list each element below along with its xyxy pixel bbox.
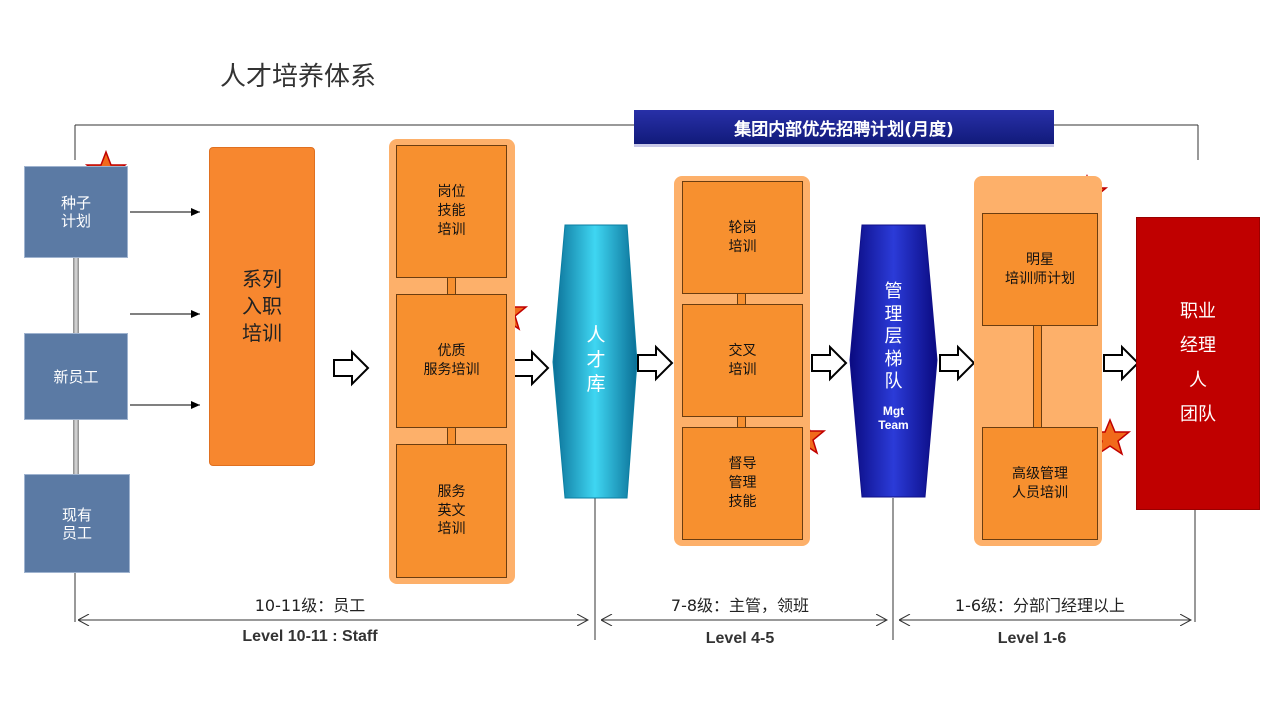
mgmt-ladder-label: 管 理 层 梯 队 Mgt Team bbox=[862, 272, 925, 442]
connector bbox=[447, 426, 456, 444]
rotation-training: 轮岗 培训 bbox=[682, 181, 803, 294]
connector bbox=[737, 415, 746, 427]
career-manager-team: 职业 经理 人 团队 bbox=[1136, 217, 1260, 510]
new-employee-tag: 新员工 bbox=[24, 333, 128, 420]
connector bbox=[1033, 324, 1042, 427]
pillar bbox=[73, 418, 79, 476]
mgmt-ladder-cn: 管 理 层 梯 队 bbox=[884, 281, 903, 393]
job-skill-training: 岗位 技能 培训 bbox=[396, 145, 507, 278]
connector bbox=[737, 292, 746, 304]
level2-en: Level 4-5 bbox=[705, 630, 775, 647]
senior-mgmt-training: 高级管理 人员培训 bbox=[982, 427, 1098, 540]
level2-cn: 7-8级：主管，领班 bbox=[670, 596, 810, 615]
service-english-training: 服务 英文 培训 bbox=[396, 444, 507, 578]
supervisory-skills: 督导 管理 技能 bbox=[682, 427, 803, 540]
seed-plan-tag: 种子 计划 bbox=[24, 166, 128, 258]
connector bbox=[447, 276, 456, 294]
recruitment-banner: 集团内部优先招聘计划(月度) bbox=[634, 110, 1054, 147]
talent-pool-label: 人 才 库 bbox=[586, 323, 606, 396]
level1-cn: 10-11级：员工 bbox=[254, 596, 366, 615]
induction-training: 系列 入职 培训 bbox=[209, 147, 315, 466]
quality-service-training: 优质 服务培训 bbox=[396, 294, 507, 428]
page-title: 人才培养体系 bbox=[220, 62, 377, 92]
existing-employee-tag: 现有 员工 bbox=[24, 474, 130, 573]
level1-en: Level 10-11 : Staff bbox=[242, 628, 378, 645]
mgmt-ladder-shape bbox=[849, 224, 938, 498]
talent-pool-shape bbox=[552, 224, 638, 499]
mgmt-team-en: Mgt Team bbox=[878, 403, 909, 433]
level3-en: Level 1-6 bbox=[997, 630, 1067, 647]
level3-cn: 1-6级：分部门经理以上 bbox=[954, 596, 1126, 615]
star-trainer-plan: 明星 培训师计划 bbox=[982, 213, 1098, 326]
cross-training: 交叉 培训 bbox=[682, 304, 803, 417]
flow-arrows bbox=[333, 344, 1140, 387]
pillar bbox=[73, 256, 79, 336]
